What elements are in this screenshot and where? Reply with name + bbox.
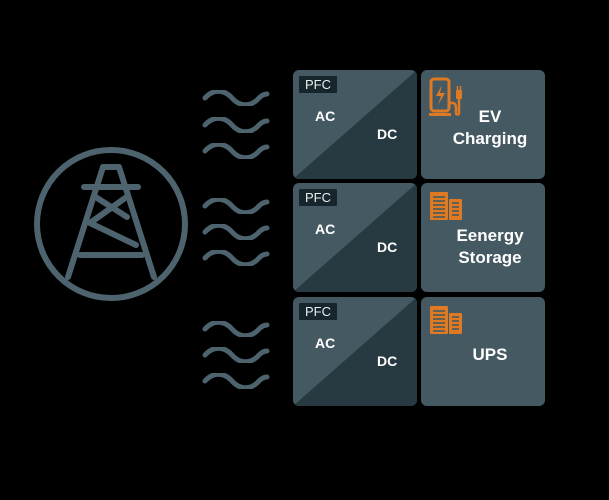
pfc-label: PFC: [299, 303, 337, 320]
ac-dc-split-shape: [293, 183, 417, 292]
battery-rack-icon: [430, 192, 462, 220]
app-label-line2: Charging: [452, 129, 528, 148]
wave-icon: [202, 347, 270, 363]
wave-icon: [202, 90, 270, 106]
application-box-energy-storage: Eenergy Storage: [421, 183, 545, 292]
app-label: Eenergy Storage: [439, 225, 541, 269]
pfc-label: PFC: [299, 76, 337, 93]
wave-icon: [202, 321, 270, 337]
dc-label: DC: [377, 353, 398, 369]
pfc-converter-box: PFC AC DC: [293, 297, 417, 406]
pfc-converter-box: PFC AC DC: [293, 70, 417, 179]
wave-icon: [202, 224, 270, 240]
app-label-line1: Eenergy: [456, 226, 524, 245]
wave-icon: [202, 143, 270, 159]
ac-dc-split-shape: [293, 70, 417, 179]
ac-label: AC: [315, 221, 336, 237]
wave-icon: [202, 198, 270, 214]
transmission-tower-icon: [34, 147, 188, 301]
app-label: UPS: [439, 344, 541, 366]
wave-icon: [202, 373, 270, 389]
application-box-ev-charging: EV Charging: [421, 70, 545, 179]
pfc-label: PFC: [299, 189, 337, 206]
application-box-ups: UPS: [421, 297, 545, 406]
app-label-line2: Storage: [458, 248, 522, 267]
ev-charger-icon: [429, 77, 462, 116]
app-label: EV Charging: [439, 106, 541, 150]
app-label-line1: UPS: [472, 345, 508, 364]
battery-rack-icon: [430, 306, 462, 334]
app-label-line1: EV: [478, 107, 502, 126]
dc-label: DC: [377, 239, 398, 255]
wave-icon: [202, 117, 270, 133]
pfc-converter-box: PFC AC DC: [293, 183, 417, 292]
wave-icon: [202, 250, 270, 266]
ac-label: AC: [315, 335, 336, 351]
ac-label: AC: [315, 108, 336, 124]
dc-label: DC: [377, 126, 398, 142]
